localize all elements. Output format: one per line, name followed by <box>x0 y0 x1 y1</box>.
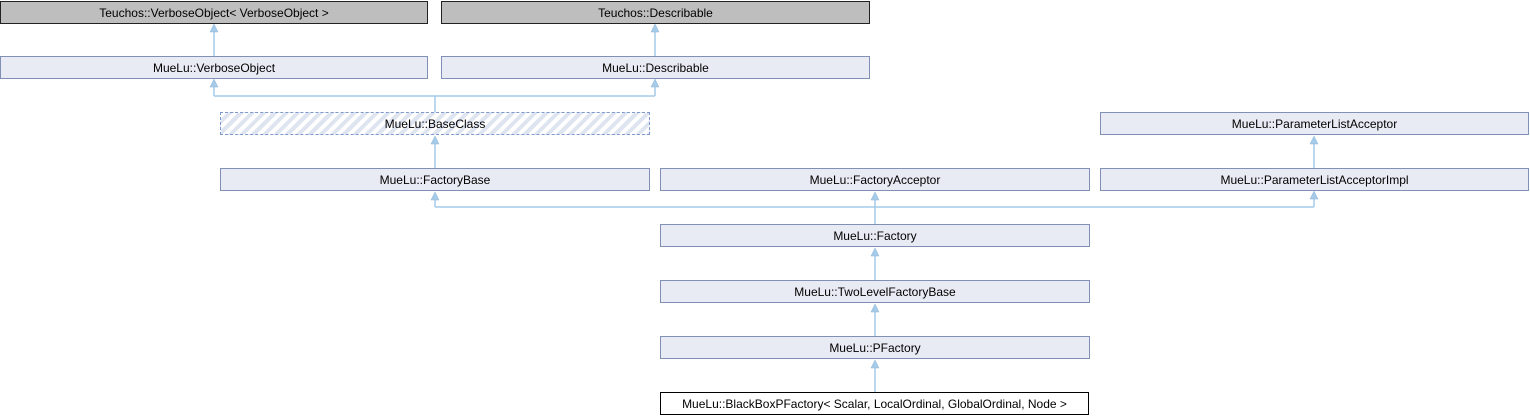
node-muelu-factory[interactable]: MueLu::Factory <box>660 224 1090 247</box>
node-muelu-twolevelfactorybase[interactable]: MueLu::TwoLevelFactoryBase <box>660 280 1090 303</box>
node-muelu-factorybase[interactable]: MueLu::FactoryBase <box>220 168 650 191</box>
node-muelu-parameterlistacceptor[interactable]: MueLu::ParameterListAcceptor <box>1100 112 1529 135</box>
node-teuchos-describable[interactable]: Teuchos::Describable <box>441 1 870 24</box>
node-teuchos-verboseobject[interactable]: Teuchos::VerboseObject< VerboseObject > <box>0 1 428 24</box>
edge-factorybase <box>430 135 440 168</box>
node-muelu-baseclass[interactable]: MueLu::BaseClass <box>220 112 650 135</box>
node-muelu-blackboxpfactory: MueLu::BlackBoxPFactory< Scalar, LocalOr… <box>660 392 1089 415</box>
node-muelu-pfactory[interactable]: MueLu::PFactory <box>660 336 1090 359</box>
edge-pfactory <box>870 303 880 336</box>
edge-verboseobject <box>209 23 219 56</box>
node-muelu-verboseobject[interactable]: MueLu::VerboseObject <box>0 56 428 79</box>
edge-parameterlistacceptorimpl <box>1309 135 1319 168</box>
edge-factory-parents <box>430 190 1319 224</box>
node-muelu-factoryacceptor[interactable]: MueLu::FactoryAcceptor <box>660 168 1090 191</box>
edge-baseclass-parents <box>209 78 660 112</box>
edge-describable <box>650 23 660 56</box>
node-muelu-parameterlistacceptorimpl[interactable]: MueLu::ParameterListAcceptorImpl <box>1100 168 1529 191</box>
edge-blackboxpfactory <box>870 359 880 392</box>
node-muelu-describable[interactable]: MueLu::Describable <box>441 56 870 79</box>
edge-twolevelfactorybase <box>870 247 880 280</box>
